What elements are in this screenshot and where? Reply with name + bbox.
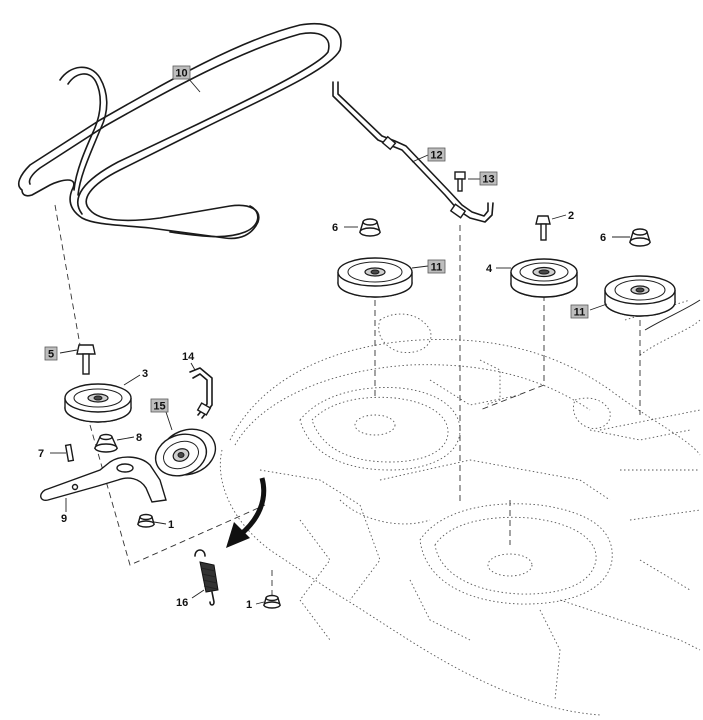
- svg-text:6: 6: [600, 232, 606, 244]
- callout-9: 9: [61, 498, 67, 525]
- pulley-11-left: [337, 257, 413, 298]
- callout-15: 15: [150, 398, 173, 431]
- nut-6-right: [629, 228, 651, 247]
- pulley-15: [154, 428, 217, 477]
- rod: [332, 81, 494, 223]
- direction-arrow: [226, 477, 267, 548]
- alignment-lines: [54, 204, 641, 600]
- svg-text:4: 4: [486, 263, 493, 275]
- svg-text:10: 10: [175, 68, 187, 80]
- callout-11-right: 11: [570, 303, 608, 319]
- bolt-5: [76, 344, 96, 375]
- svg-text:5: 5: [48, 349, 54, 361]
- svg-text:16: 16: [176, 597, 188, 609]
- mower-deck: [219, 299, 701, 716]
- belt: [18, 23, 342, 240]
- callout-7: 7: [38, 448, 66, 460]
- svg-text:11: 11: [574, 307, 586, 319]
- svg-text:3: 3: [142, 368, 148, 380]
- svg-text:14: 14: [182, 351, 195, 363]
- bolt-13: [454, 171, 466, 192]
- nut-1-left: [137, 513, 155, 528]
- svg-text:9: 9: [61, 513, 67, 525]
- callout-1-bottom: 1: [246, 599, 265, 611]
- svg-text:11: 11: [431, 262, 443, 274]
- spacer-8: [93, 433, 119, 453]
- bracket-9: [40, 456, 167, 503]
- callout-10: 10: [172, 65, 201, 93]
- callout-6-right: 6: [600, 232, 630, 244]
- pulley-11-right: [604, 275, 676, 317]
- rod-14: [189, 367, 213, 419]
- svg-text:2: 2: [568, 210, 574, 222]
- pulley-3: [64, 383, 132, 423]
- svg-text:12: 12: [430, 150, 442, 162]
- callout-6-left: 6: [332, 222, 358, 234]
- svg-text:8: 8: [136, 432, 142, 444]
- callout-13: 13: [468, 171, 498, 186]
- svg-text:1: 1: [246, 599, 252, 611]
- callout-3: 3: [123, 368, 148, 386]
- bolt-2: [535, 215, 551, 241]
- callout-12: 12: [411, 147, 446, 163]
- svg-text:7: 7: [38, 448, 44, 460]
- callouts: 10 12 13 6 11 2 4: [38, 65, 630, 611]
- callout-4: 4: [486, 263, 511, 275]
- svg-text:6: 6: [332, 222, 338, 234]
- spring-16: [194, 549, 219, 606]
- callout-2: 2: [551, 210, 574, 222]
- callout-14: 14: [182, 351, 196, 371]
- svg-text:13: 13: [482, 174, 494, 186]
- pulley-4: [510, 258, 578, 298]
- nut-1-bottom: [263, 594, 281, 609]
- callout-5: 5: [44, 346, 78, 361]
- pin-7: [64, 443, 75, 463]
- svg-text:15: 15: [153, 401, 165, 413]
- callout-16: 16: [176, 589, 205, 609]
- callout-1-left: 1: [153, 519, 174, 531]
- svg-text:1: 1: [168, 519, 174, 531]
- callout-11-left: 11: [411, 259, 446, 274]
- callout-8: 8: [116, 432, 142, 444]
- nut-6-left: [359, 218, 381, 237]
